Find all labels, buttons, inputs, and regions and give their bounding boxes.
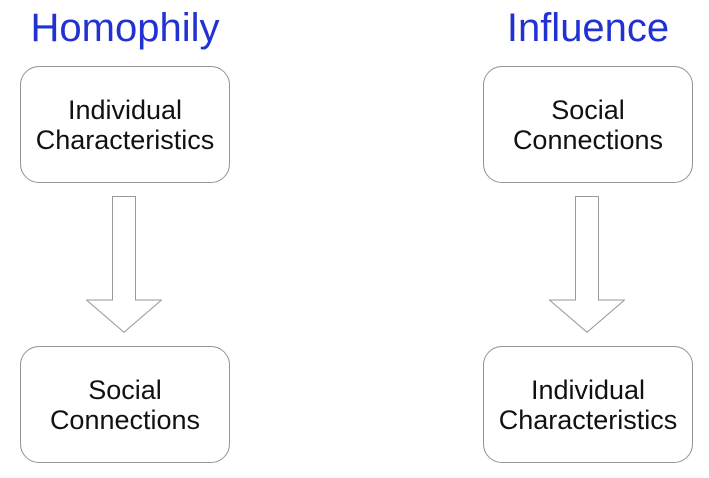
influence-bottom-box-label: Individual Characteristics [498, 374, 678, 435]
homophily-bottom-box-label: Social Connections [49, 374, 201, 435]
influence-title: Influence [506, 6, 670, 50]
homophily-bottom-box: Social Connections [20, 346, 230, 463]
influence-top-box-label: Social Connections [512, 94, 664, 155]
down-arrow-icon [86, 196, 162, 333]
influence-bottom-box: Individual Characteristics [483, 346, 693, 463]
homophily-top-box-label: Individual Characteristics [35, 94, 215, 155]
homophily-top-box: Individual Characteristics [20, 66, 230, 183]
homophily-title: Homophily [30, 6, 220, 50]
down-arrow-icon [549, 196, 625, 333]
influence-top-box: Social Connections [483, 66, 693, 183]
